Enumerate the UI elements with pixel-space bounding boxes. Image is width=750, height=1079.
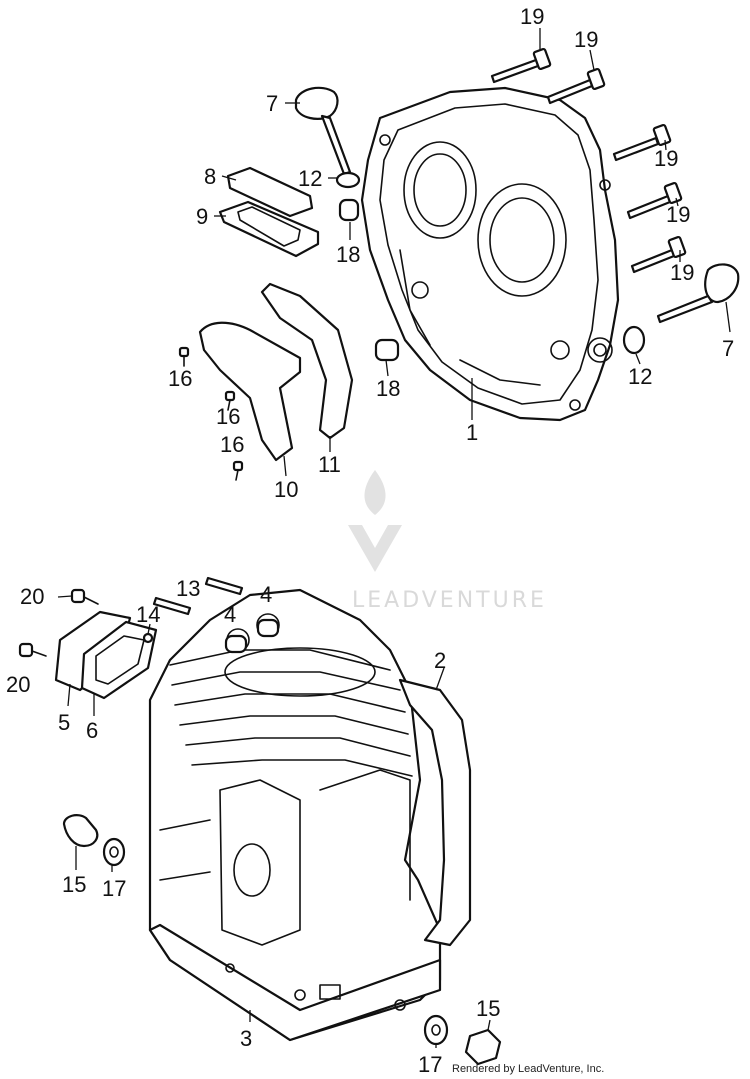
callout-19: 19 [666,202,690,227]
head-gasket-2 [398,678,472,947]
o-ring-12-left [335,171,361,189]
dowel-4-a [224,634,248,654]
screw-16-b [224,390,236,411]
callout-16: 16 [220,432,244,457]
callout-20: 20 [6,672,30,697]
cylinder-block [148,588,442,1042]
o-ring-12-right [622,325,646,355]
callout-17: 17 [102,876,126,901]
breather-gasket-9 [218,200,320,258]
dowel-pin-18-a [338,198,360,222]
callout-4: 4 [224,602,236,627]
screw-20-b [18,642,47,658]
callout-4: 4 [260,582,272,607]
bolt-19-e [630,235,687,274]
oil-dipstick-left [294,86,352,176]
pin-14 [142,632,154,644]
bolt-15-right [464,1028,502,1066]
callout-19: 19 [520,4,544,29]
callout-18: 18 [336,242,360,267]
callout-17: 17 [418,1052,442,1077]
callout-19: 19 [574,27,598,52]
bolt-19-b [546,67,606,105]
callout-12: 12 [298,166,322,191]
watermark-text: LEADVENTURE [352,588,547,613]
callout-6: 6 [86,718,98,743]
callout-12: 12 [628,364,652,389]
callout-15: 15 [476,996,500,1021]
screw-16-a [178,346,190,367]
callout-19: 19 [670,260,694,285]
gasket-6 [80,620,158,700]
crankcase-cover [360,86,620,422]
callout-2: 2 [434,648,446,673]
callout-13: 13 [176,576,200,601]
callout-1: 1 [466,420,478,445]
bolt-19-d [626,181,683,220]
shroud-plate-10 [198,321,302,462]
bolt-19-a [490,47,552,84]
callout-14: 14 [136,602,160,627]
callout-5: 5 [58,710,70,735]
callout-11: 11 [318,452,341,477]
oil-dipstick-right [656,263,740,324]
washer-17-left [102,837,126,867]
callout-20: 20 [20,584,44,609]
leadventure-watermark: LEADVENTURE [348,470,547,613]
screw-20-a [70,588,99,605]
callout-18: 18 [376,376,400,401]
callout-9: 9 [196,204,208,229]
washer-17-right [423,1014,449,1046]
bolt-19-c [612,123,672,162]
render-credit: Rendered by LeadVenture, Inc. [452,1063,604,1075]
callout-3: 3 [240,1026,252,1051]
callout-15: 15 [62,872,86,897]
bolt-15-left [62,814,99,848]
stud-13 [152,576,244,616]
callout-7: 7 [722,336,734,361]
callout-16: 16 [168,366,192,391]
dowel-4-b [256,618,280,638]
callout-labels: 19 19 19 19 19 7 7 8 9 12 12 18 18 16 16… [6,4,734,1077]
callout-10: 10 [274,477,298,502]
breather-cover-8 [226,166,314,218]
callout-19: 19 [654,146,678,171]
dowel-pin-18-b [374,338,400,362]
callout-8: 8 [204,164,216,189]
callout-7: 7 [266,91,278,116]
leader-lines [57,28,731,1048]
callout-16: 16 [216,404,240,429]
gasket-11 [260,282,354,440]
screw-16-c [232,460,244,481]
